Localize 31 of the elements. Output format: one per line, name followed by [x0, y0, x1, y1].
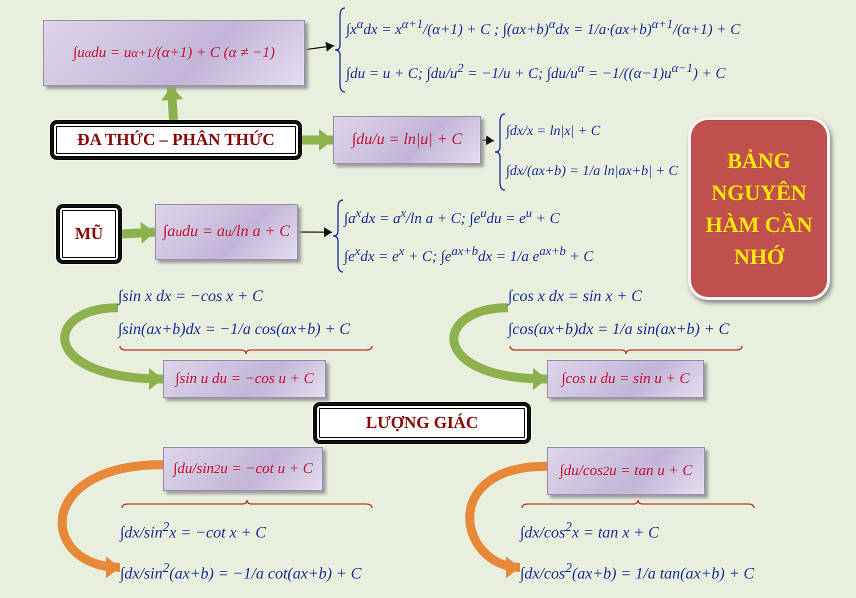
arrow — [298, 227, 332, 238]
arrow — [302, 129, 333, 151]
formula: ∫dx/cos$^{2}$x = tan x + C — [520, 518, 660, 542]
formula: ∫cos(ax+b)dx = 1/a sin(ax+b) + C — [508, 320, 730, 338]
formula: ∫dx/cos$^{2}$(ax+b) = 1/a tan(ax+b) + C — [520, 560, 756, 584]
arrow — [465, 462, 548, 576]
arrow — [450, 303, 548, 390]
formula: ∫sin x dx = −cos x + C — [118, 288, 264, 306]
category-box: LƯỢNG GIÁC — [313, 402, 531, 444]
arrow — [480, 135, 494, 146]
arrow — [122, 222, 156, 244]
formula: ∫a$^{x}$dx = a$^{x}$/ln a + C; ∫e$^{u}$du = e$^{u}$ + C — [344, 206, 561, 228]
formula-box: ∫cos u du = sin u + C — [547, 360, 704, 398]
formula: ∫x$^{α}$dx = x$^{α+1}$/(α+1) + C ; ∫(ax+b)$^{α}$dx = 1/a·(ax+b)$^{α+1}$/(α+1) + C — [346, 17, 742, 39]
formula: ∫dx/sin$^{2}$(ax+b) = −1/a cot(ax+b) + C — [120, 560, 362, 584]
arrow — [304, 42, 334, 52]
formula: ∫dx/(ax+b) = 1/a ln|ax+b| + C — [506, 164, 679, 180]
category-box: MŨ — [56, 204, 122, 264]
formula: ∫sin(ax+b)dx = −1/a cos(ax+b) + C — [118, 320, 352, 338]
arrow — [58, 460, 164, 577]
formula: ∫du = u + C; ∫du/u$^{2}$ = −1/u + C; ∫du/u$^{α}$ = −1/((α−1)u$^{α−1}$) + C — [346, 61, 727, 83]
formula-box: ∫du/u = ln|u| + C — [333, 116, 481, 164]
formula: ∫dx/x = ln|x| + C — [506, 124, 602, 140]
formula: ∫cos x dx = sin x + C — [508, 288, 643, 306]
category-box: ĐA THỨC – PHÂN THỨC — [50, 120, 302, 160]
formula-box: ∫sin u du = −cos u + C — [163, 360, 326, 398]
title-box: BẢNG NGUYÊN HÀM CẦN NHỚ — [688, 117, 830, 300]
arrow — [60, 303, 164, 390]
formula: ∫e$^{x}$dx = e$^{x}$ + C; ∫e$^{ax+b}$dx = 1/a e$^{ax+b}$ + C — [344, 244, 594, 266]
formula: ∫dx/sin$^{2}$x = −cot x + C — [120, 518, 268, 542]
arrow — [161, 86, 184, 120]
